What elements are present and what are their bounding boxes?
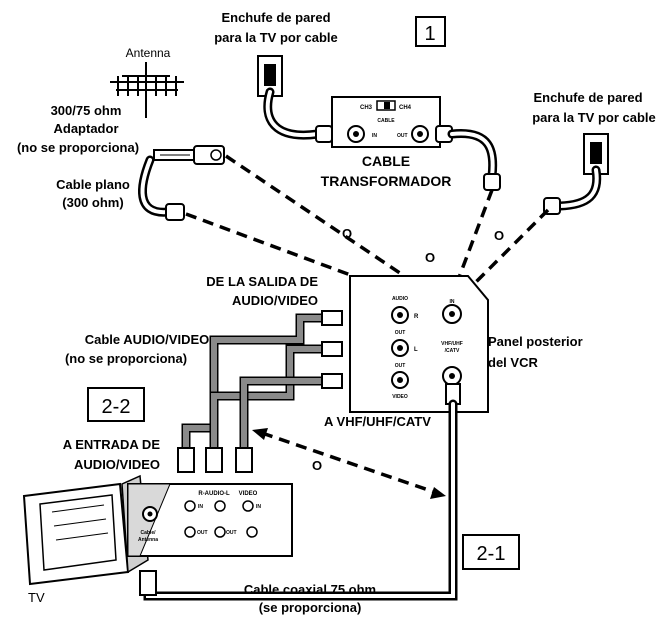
cable-box-out-cable	[435, 125, 501, 191]
antenna-icon	[110, 62, 184, 118]
tv-panel-in-1: IN	[198, 504, 203, 510]
coax-cable	[139, 383, 461, 601]
vcr-vhf-label: VHF/UHF	[441, 341, 463, 347]
adapter-label: 300/75 ohm Adaptador (no se proporciona)	[17, 103, 139, 155]
av-cable-label-line2: (no se proporciona)	[65, 351, 187, 366]
cable-box-port-cable: CABLE	[377, 118, 395, 124]
adapter-label-line2: Adaptador	[54, 121, 119, 136]
adapter-icon	[153, 145, 225, 165]
wall-jack-2-label-line1: Enchufe de pared	[533, 90, 642, 105]
vcr-in-label: IN	[450, 299, 455, 305]
flat-cable	[138, 155, 185, 221]
vcr-panel-label-line2: del VCR	[488, 355, 538, 370]
tv-label: TV	[28, 590, 45, 605]
coax-label-line2: (se proporciona)	[259, 600, 362, 615]
flat-cable-label-line1: Cable plano	[56, 177, 130, 192]
to-av-in-line2: AUDIO/VIDEO	[74, 457, 160, 472]
tv-panel-video: VIDEO	[239, 491, 258, 497]
tv-panel-audio: R-AUDIO-L	[198, 491, 230, 497]
tv-antenna-port-2: Antenna	[138, 537, 158, 543]
vcr-panel-label-line1: Panel posterior	[488, 334, 583, 349]
cable-box-label-line1: CABLE	[362, 153, 410, 169]
wall-jack-1-label-line2: para la TV por cable	[214, 30, 338, 45]
vcr-catv-label: /CATV	[445, 348, 460, 354]
av-cable	[177, 310, 343, 473]
cable-wall1-to-box	[263, 87, 333, 143]
step-2-1-label: 2-1	[477, 543, 506, 565]
or-mark-4: O	[312, 458, 322, 473]
step-2-1-box: 2-1	[462, 534, 520, 570]
cable-box-port-in: IN	[372, 133, 377, 139]
to-vhf-label: A VHF/UHF/CATV	[324, 414, 431, 429]
vcr-audio-label: AUDIO	[392, 296, 408, 302]
from-av-out-line2: AUDIO/VIDEO	[232, 293, 318, 308]
adapter-label-line3: (no se proporciona)	[17, 140, 139, 155]
or-mark-1: O	[342, 226, 352, 241]
tv-panel-out-1: OUT	[197, 530, 208, 536]
step-2-2-box: 2-2	[87, 387, 145, 422]
flat-cable-label: Cable plano (300 ohm)	[56, 177, 130, 210]
from-av-out-line1: DE LA SALIDA DE	[206, 274, 318, 289]
vcr-video-label: VIDEO	[392, 394, 408, 400]
vcr-out-label-1: OUT	[395, 330, 406, 336]
vcr-panel: AUDIO R OUT L OUT VIDEO IN VHF/UHF /CATV	[349, 275, 489, 413]
tv-panel-in-2: IN	[256, 504, 261, 510]
step-2-2-label: 2-2	[102, 396, 131, 418]
step-1-label: 1	[424, 23, 435, 45]
tv-panel-out-2: OUT	[226, 530, 237, 536]
cable-box-ch3: CH3	[360, 105, 373, 111]
flat-cable-label-line2: (300 ohm)	[62, 195, 123, 210]
tv-antenna-port-1: Cable/	[140, 530, 156, 536]
av-cable-label-line1: Cable AUDIO/VIDEO	[85, 332, 209, 347]
cable-box-ch4: CH4	[399, 105, 412, 111]
cable-wall2	[543, 165, 602, 215]
or-arrow	[252, 428, 446, 499]
or-mark-2: O	[425, 250, 435, 265]
wall-jack-2-label-line2: para la TV por cable	[532, 110, 656, 125]
wall-jack-1-label-line1: Enchufe de pared	[221, 10, 330, 25]
to-av-in-line1: A ENTRADA DE	[63, 437, 161, 452]
to-av-in-label: A ENTRADA DE AUDIO/VIDEO	[63, 437, 161, 472]
cable-box: CH3 CH4 CABLE IN OUT	[331, 96, 441, 148]
av-cable-label: Cable AUDIO/VIDEO (no se proporciona)	[65, 332, 209, 366]
cable-box-label: CABLE TRANSFORMADOR	[321, 153, 452, 189]
tv-panel: Cable/ Antenna R-AUDIO-L VIDEO IN IN OUT…	[127, 483, 293, 557]
wall-jack-1-label: Enchufe de pared para la TV por cable	[214, 10, 338, 45]
antenna-label: Antenna	[126, 46, 171, 60]
vcr-panel-label: Panel posterior del VCR	[488, 334, 583, 370]
coax-label-line1: Cable coaxial 75 ohm	[244, 582, 376, 597]
step-1-box: 1	[415, 16, 446, 47]
vcr-port-r: R	[414, 314, 419, 320]
or-mark-3: O	[494, 228, 504, 243]
coax-label: Cable coaxial 75 ohm (se proporciona)	[244, 582, 376, 615]
adapter-label-line1: 300/75 ohm	[51, 103, 122, 118]
cable-box-label-line2: TRANSFORMADOR	[321, 173, 452, 189]
wall-jack-2-label: Enchufe de pared para la TV por cable	[532, 90, 656, 125]
from-av-out-label: DE LA SALIDA DE AUDIO/VIDEO	[206, 274, 318, 308]
vcr-port-l: L	[414, 347, 418, 353]
vcr-out-label-2: OUT	[395, 363, 406, 369]
cable-box-port-out: OUT	[397, 133, 408, 139]
